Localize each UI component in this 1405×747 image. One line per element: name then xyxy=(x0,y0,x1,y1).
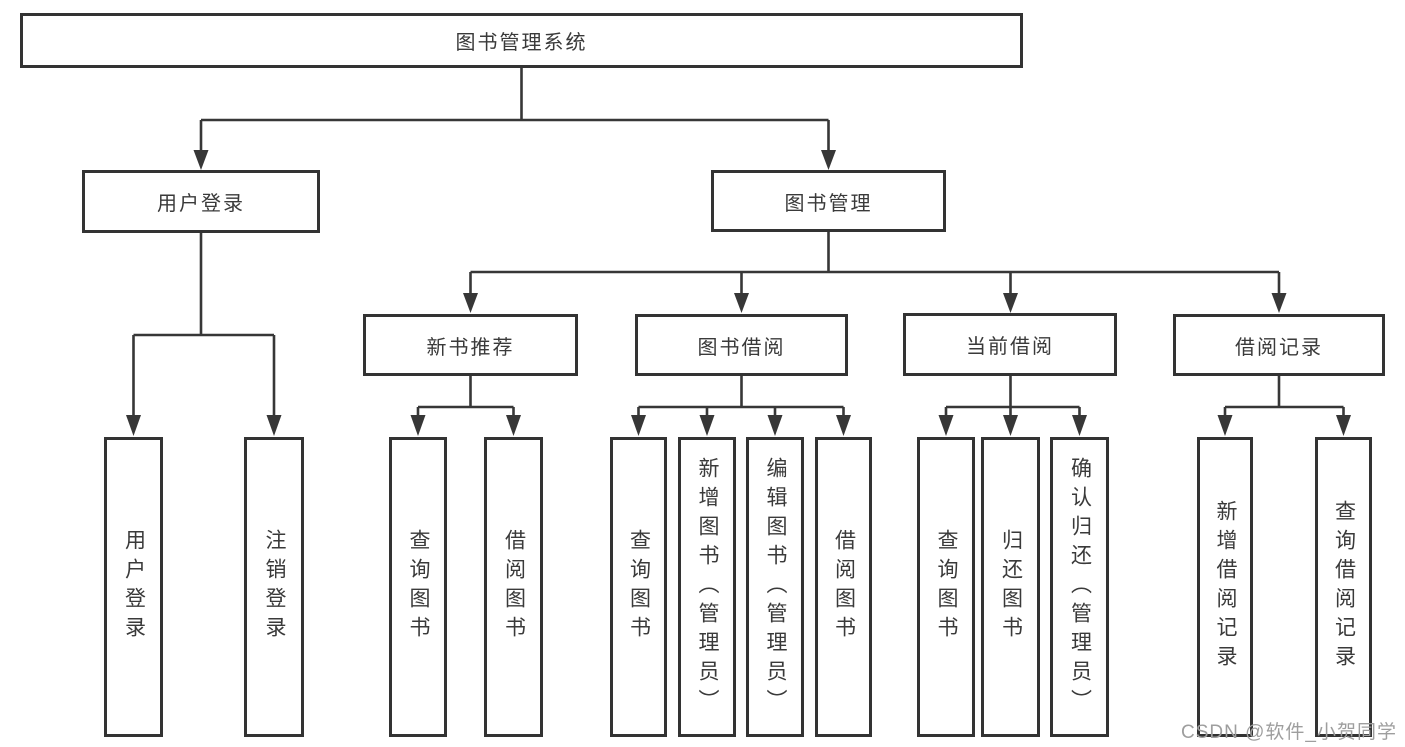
node-book-borrowing: 图书借阅 xyxy=(635,314,848,376)
connector-root-to-level1 xyxy=(193,68,836,170)
leaf-borrowing-query-books: 查询图书 xyxy=(610,437,667,737)
node-borrowing-records: 借阅记录 xyxy=(1173,314,1385,376)
node-book-borrowing-label: 图书借阅 xyxy=(697,336,786,359)
leaf-recommend-borrow-books: 借阅图书 xyxy=(484,437,543,737)
leaf-borrow-books-label: 借阅图书 xyxy=(832,529,856,645)
node-borrowing-records-label: 借阅记录 xyxy=(1235,336,1323,359)
leaf-user-login-label: 用户登录 xyxy=(122,529,146,645)
connector-borrowing-to-leaves xyxy=(631,376,851,436)
leaf-recommend-borrow-books-label: 借阅图书 xyxy=(502,529,526,645)
node-new-book-recommendation: 新书推荐 xyxy=(363,314,578,376)
leaf-current-query-books-label: 查询图书 xyxy=(935,529,958,645)
watermark: CSDN @软件_小贺同学 xyxy=(1181,722,1397,743)
leaf-return-books: 归还图书 xyxy=(981,437,1040,737)
node-system-root-label: 图书管理系统 xyxy=(455,32,588,54)
connector-recommend-to-leaves xyxy=(410,376,521,436)
leaf-edit-book-admin: 编辑图书（管理员） xyxy=(746,437,804,737)
leaf-borrow-books: 借阅图书 xyxy=(815,437,872,737)
node-user-login: 用户登录 xyxy=(82,170,320,233)
leaf-query-borrow-record: 查询借阅记录 xyxy=(1315,437,1372,737)
node-new-book-recommendation-label: 新书推荐 xyxy=(426,336,515,359)
leaf-user-login: 用户登录 xyxy=(104,437,163,737)
leaf-confirm-return-admin: 确认归还（管理员） xyxy=(1050,437,1109,737)
node-current-borrowing: 当前借阅 xyxy=(903,313,1117,376)
leaf-return-books-label: 归还图书 xyxy=(999,529,1023,645)
leaf-logout-label: 注销登录 xyxy=(263,529,286,645)
connector-management-to-sections xyxy=(463,232,1287,313)
leaf-recommend-query-books-label: 查询图书 xyxy=(407,529,430,645)
node-current-borrowing-label: 当前借阅 xyxy=(966,336,1054,358)
node-system-root: 图书管理系统 xyxy=(20,13,1023,68)
leaf-logout: 注销登录 xyxy=(244,437,304,737)
leaf-current-query-books: 查询图书 xyxy=(917,437,975,737)
leaf-add-book-admin-label: 新增图书（管理员） xyxy=(696,456,719,718)
leaf-edit-book-admin-label: 编辑图书（管理员） xyxy=(764,456,787,718)
leaf-query-borrow-record-label: 查询借阅记录 xyxy=(1332,500,1356,674)
node-user-login-label: 用户登录 xyxy=(157,193,245,215)
connector-current-to-leaves xyxy=(938,376,1087,436)
leaf-recommend-query-books: 查询图书 xyxy=(389,437,447,737)
leaf-borrowing-query-books-label: 查询图书 xyxy=(627,529,651,645)
connector-login-to-leaves xyxy=(126,233,282,436)
leaf-add-borrow-record: 新增借阅记录 xyxy=(1197,437,1253,737)
leaf-confirm-return-admin-label: 确认归还（管理员） xyxy=(1068,456,1092,718)
node-book-management-label: 图书管理 xyxy=(784,192,873,215)
node-book-management: 图书管理 xyxy=(711,170,946,232)
leaf-add-book-admin: 新增图书（管理员） xyxy=(678,437,736,737)
connector-records-to-leaves xyxy=(1217,376,1351,436)
leaf-add-borrow-record-label: 新增借阅记录 xyxy=(1214,500,1237,674)
